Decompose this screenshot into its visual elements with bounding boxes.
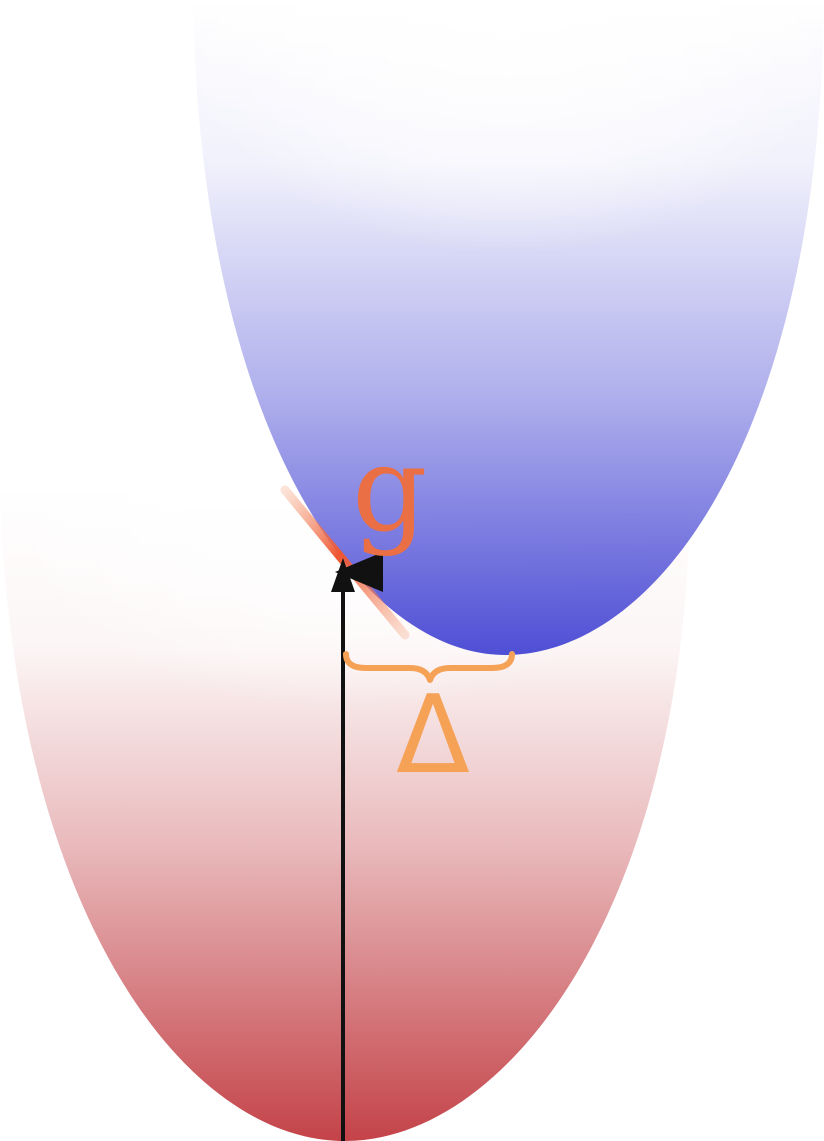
- excitation-arrow-head: [331, 558, 355, 592]
- coupling-label: g: [352, 420, 428, 558]
- upper-surface: [188, 0, 824, 655]
- detuning-brace: [343, 651, 515, 683]
- upper-surface-inner-highlight: [188, 0, 824, 380]
- detuning-label: Δ: [396, 673, 470, 798]
